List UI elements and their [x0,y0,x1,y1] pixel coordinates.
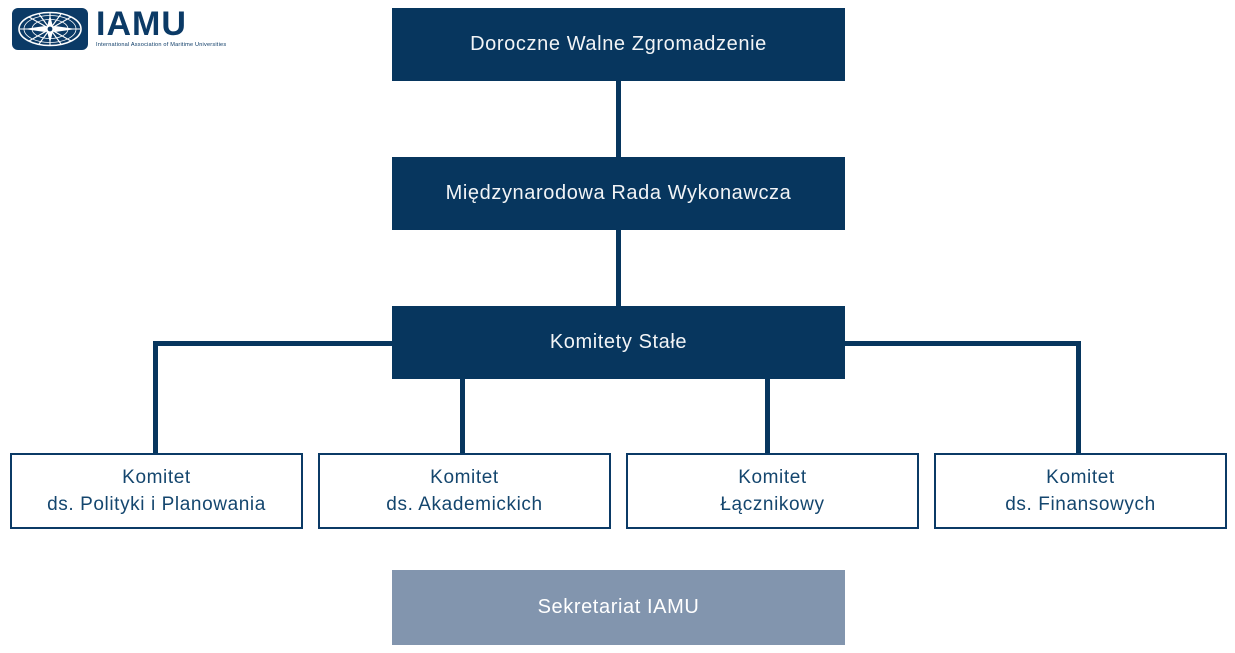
node-general-assembly-label: Doroczne Walne Zgromadzenie [470,33,767,55]
node-standing-committees: Komitety Stałe [392,306,845,379]
compass-rose-icon [12,8,88,50]
connector-council-committees [616,230,621,306]
node-secretariat: Sekretariat IAMU [392,570,845,645]
node-standing-committees-label: Komitety Stałe [549,331,688,353]
node-executive-board-label: Międzynarodowa Rada Wykonawcza [445,182,792,204]
committee-label: Komitet ds. Akademickich [386,467,543,515]
node-general-assembly: Doroczne Walne Zgromadzenie [392,8,845,81]
node-secretariat-label: Sekretariat IAMU [537,596,700,618]
connector-branch-mid-left [460,379,465,453]
committee-label: Komitet ds. Finansowych [1005,467,1156,515]
connector-branch-left-horizontal [153,341,392,346]
connector-branch-right-vertical [1076,341,1081,453]
node-executive-board: Międzynarodowa Rada Wykonawcza [392,157,845,230]
logo-tagline: International Association of Maritime Un… [96,42,227,48]
committee-label: Komitet ds. Polityki i Planowania [47,467,266,515]
iamu-logo: IAMU International Association of Mariti… [12,5,227,50]
logo-text-block: IAMU International Association of Mariti… [96,5,227,48]
connector-branch-mid-right [765,379,770,453]
node-committee-academic: Komitet ds. Akademickich [318,453,611,529]
node-committee-policy-planning: Komitet ds. Polityki i Planowania [10,453,303,529]
logo-acronym: IAMU [96,5,187,43]
node-committee-finance: Komitet ds. Finansowych [934,453,1227,529]
connector-assembly-council [616,81,621,157]
committee-label: Komitet Łącznikowy [720,467,825,515]
connector-branch-left-vertical [153,341,158,453]
node-committee-liaison: Komitet Łącznikowy [626,453,919,529]
connector-branch-right-horizontal [845,341,1081,346]
